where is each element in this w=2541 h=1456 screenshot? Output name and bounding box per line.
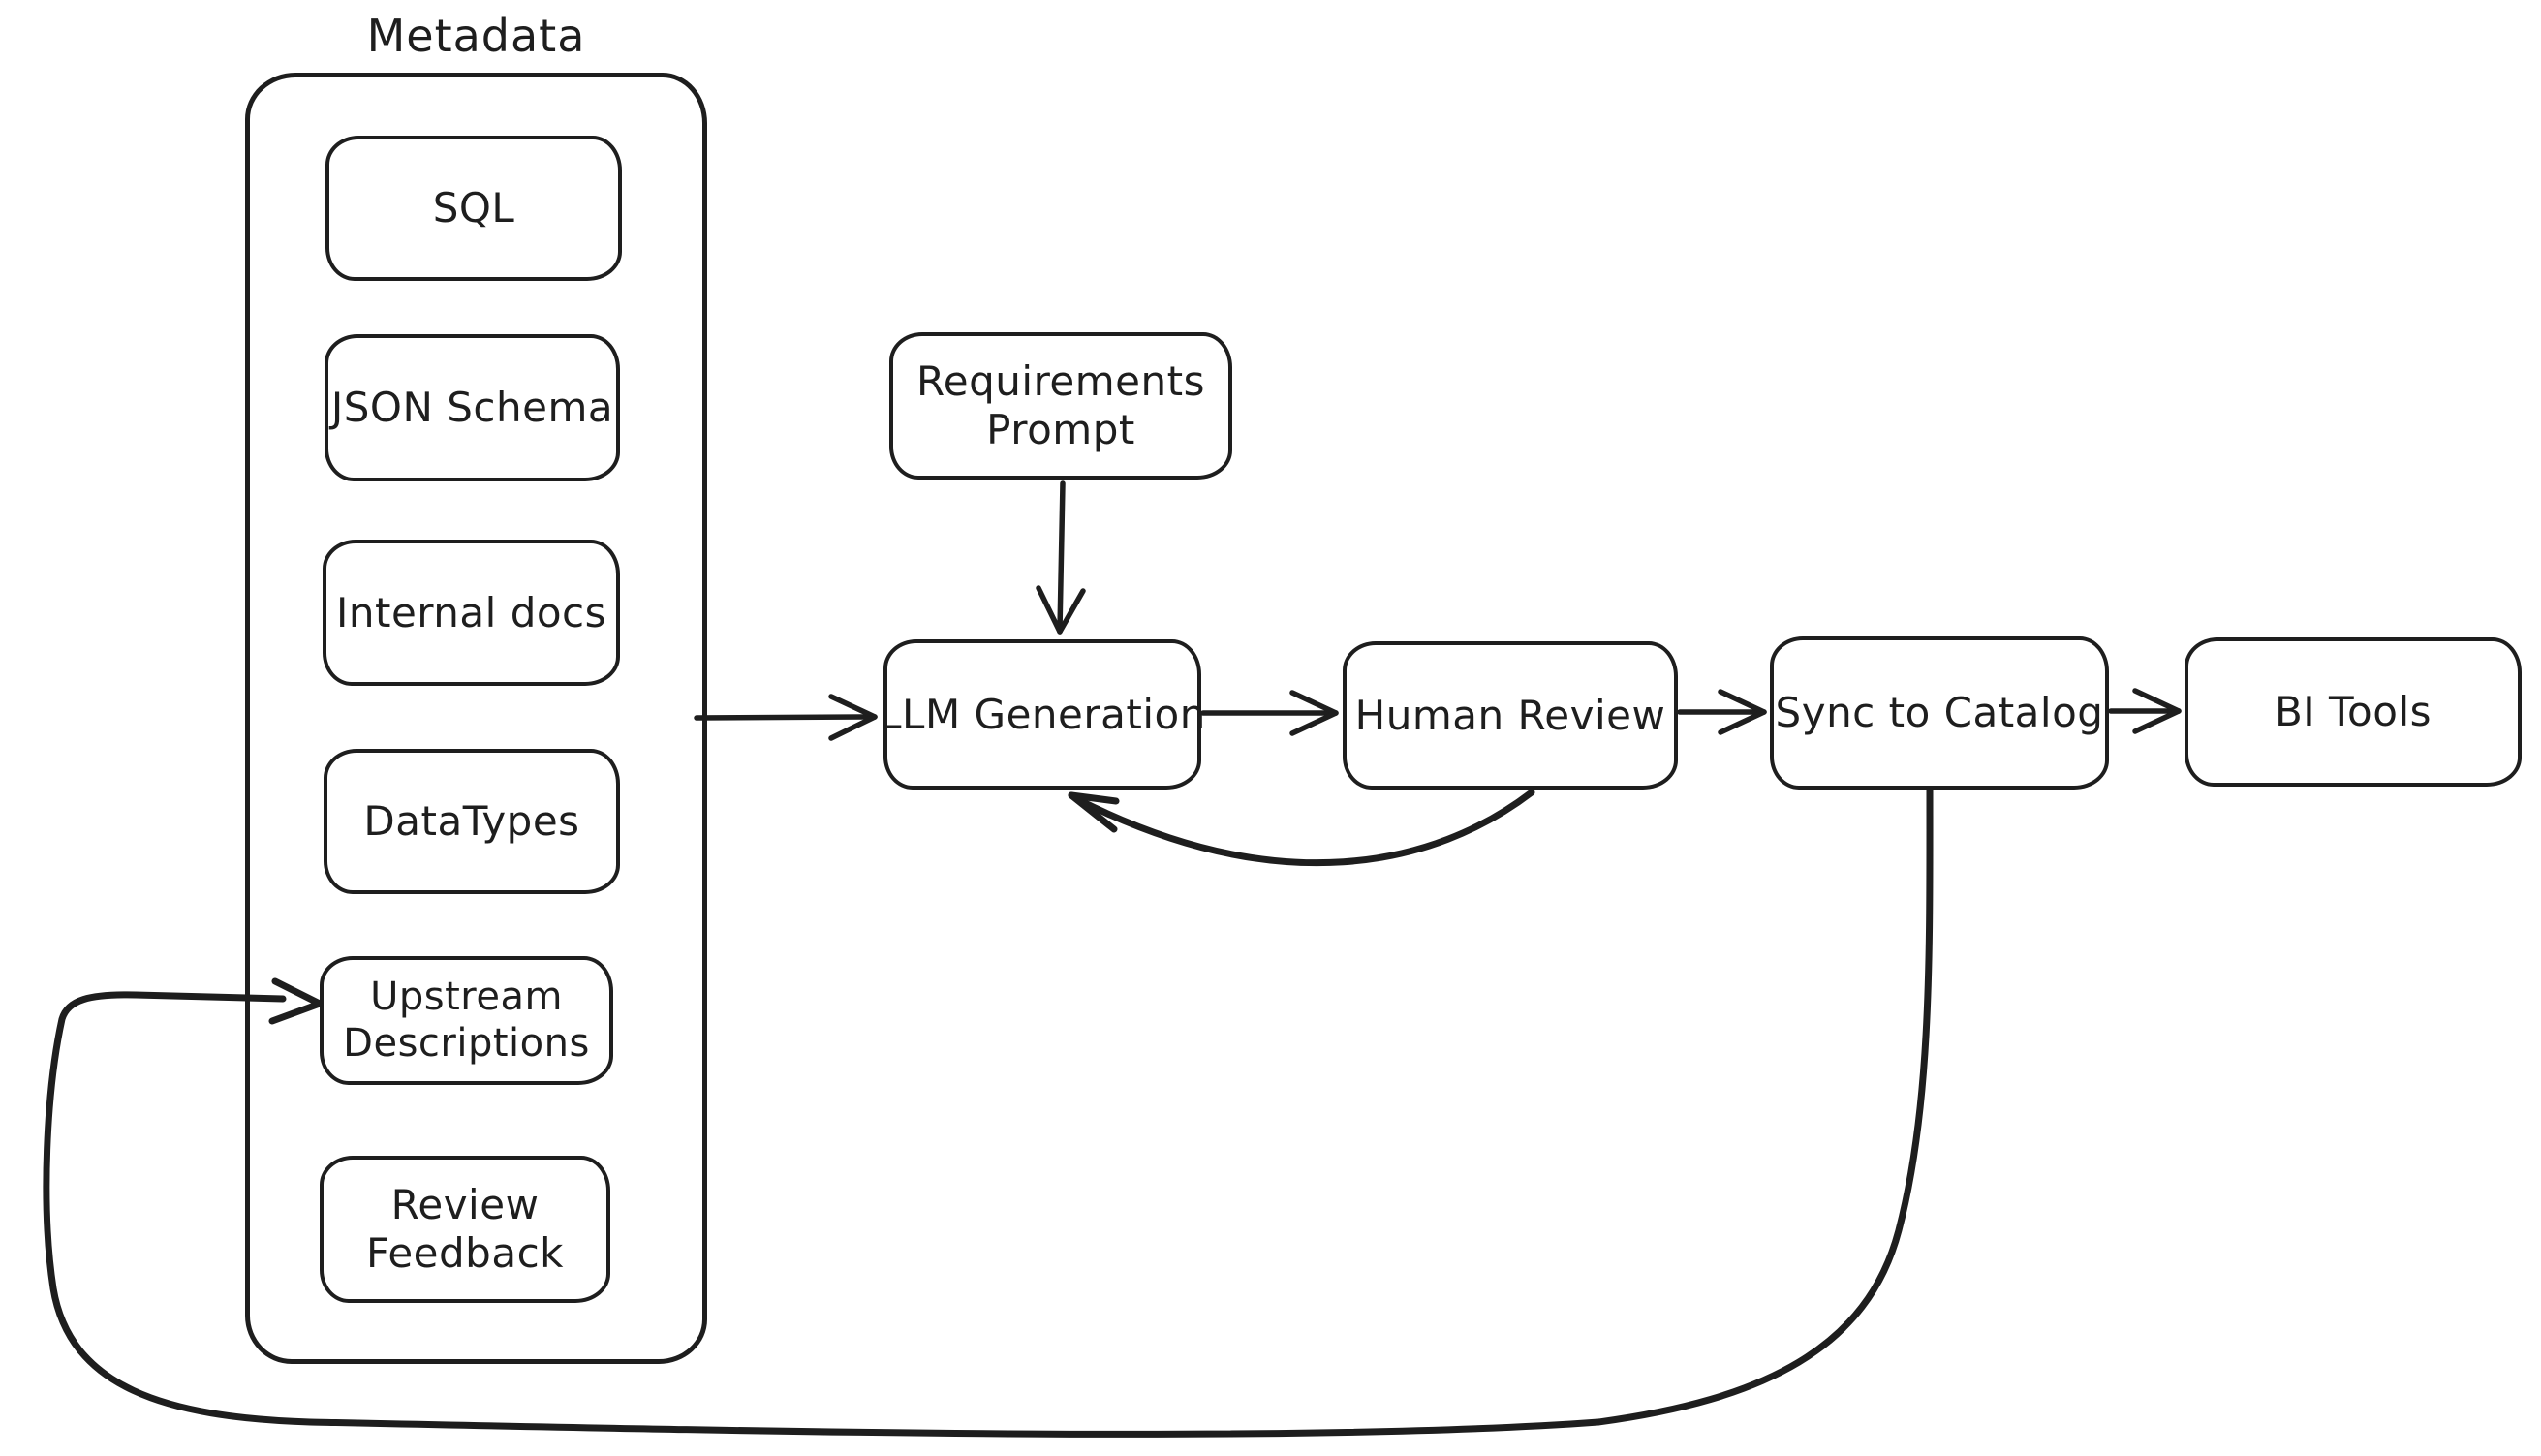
node-json-schema: JSON Schema [325, 334, 620, 481]
edge-human-review-to-sync-to-catalog [1677, 689, 1767, 735]
node-sql-label: SQL [432, 184, 515, 232]
metadata-group-label: Metadata [366, 10, 586, 62]
node-requirements-prompt: Requirements Prompt [889, 332, 1232, 480]
metadata-group-box [245, 73, 707, 1364]
node-review-feedback-label-line2: Feedback [365, 1229, 564, 1277]
node-review-feedback: Review Feedback [320, 1156, 610, 1303]
node-bi-tools: BI Tools [2185, 637, 2522, 787]
edge-metadata-to-llm-generation [694, 694, 878, 741]
node-requirements-prompt-label-line2: Prompt [986, 406, 1135, 453]
node-sql: SQL [325, 136, 622, 281]
node-llm-generation-label: LLM Generation [879, 690, 1206, 738]
node-human-review: Human Review [1343, 641, 1678, 790]
node-internal-docs-label: Internal docs [335, 588, 607, 636]
node-requirements-prompt-label-line1: Requirements [916, 357, 1205, 406]
node-datatypes: DataTypes [324, 749, 620, 894]
edge-sync-to-catalog-to-bi-tools [2108, 688, 2182, 734]
node-datatypes-label: DataTypes [363, 797, 580, 846]
node-human-review-label: Human Review [1354, 691, 1666, 739]
node-llm-generation: LLM Generation [879, 639, 1205, 790]
node-upstream-descriptions-label-line1: Upstream [370, 975, 563, 1020]
node-json-schema-label: JSON Schema [330, 384, 614, 432]
edge-llm-generation-to-human-review [1200, 690, 1339, 736]
node-review-feedback-label-line1: Review [390, 1181, 540, 1229]
node-upstream-descriptions-label-line2: Descriptions [343, 1020, 590, 1066]
node-upstream-descriptions: Upstream Descriptions [320, 956, 613, 1085]
node-sync-to-catalog: Sync to Catalog [1770, 636, 2109, 790]
node-bi-tools-label: BI Tools [2274, 688, 2432, 736]
edge-requirements-prompt-to-llm-generation [1036, 480, 1086, 635]
node-sync-to-catalog-label: Sync to Catalog [1775, 689, 2104, 737]
edge-human-review-to-llm-generation-feedback [1068, 789, 1535, 867]
node-internal-docs: Internal docs [323, 540, 620, 686]
